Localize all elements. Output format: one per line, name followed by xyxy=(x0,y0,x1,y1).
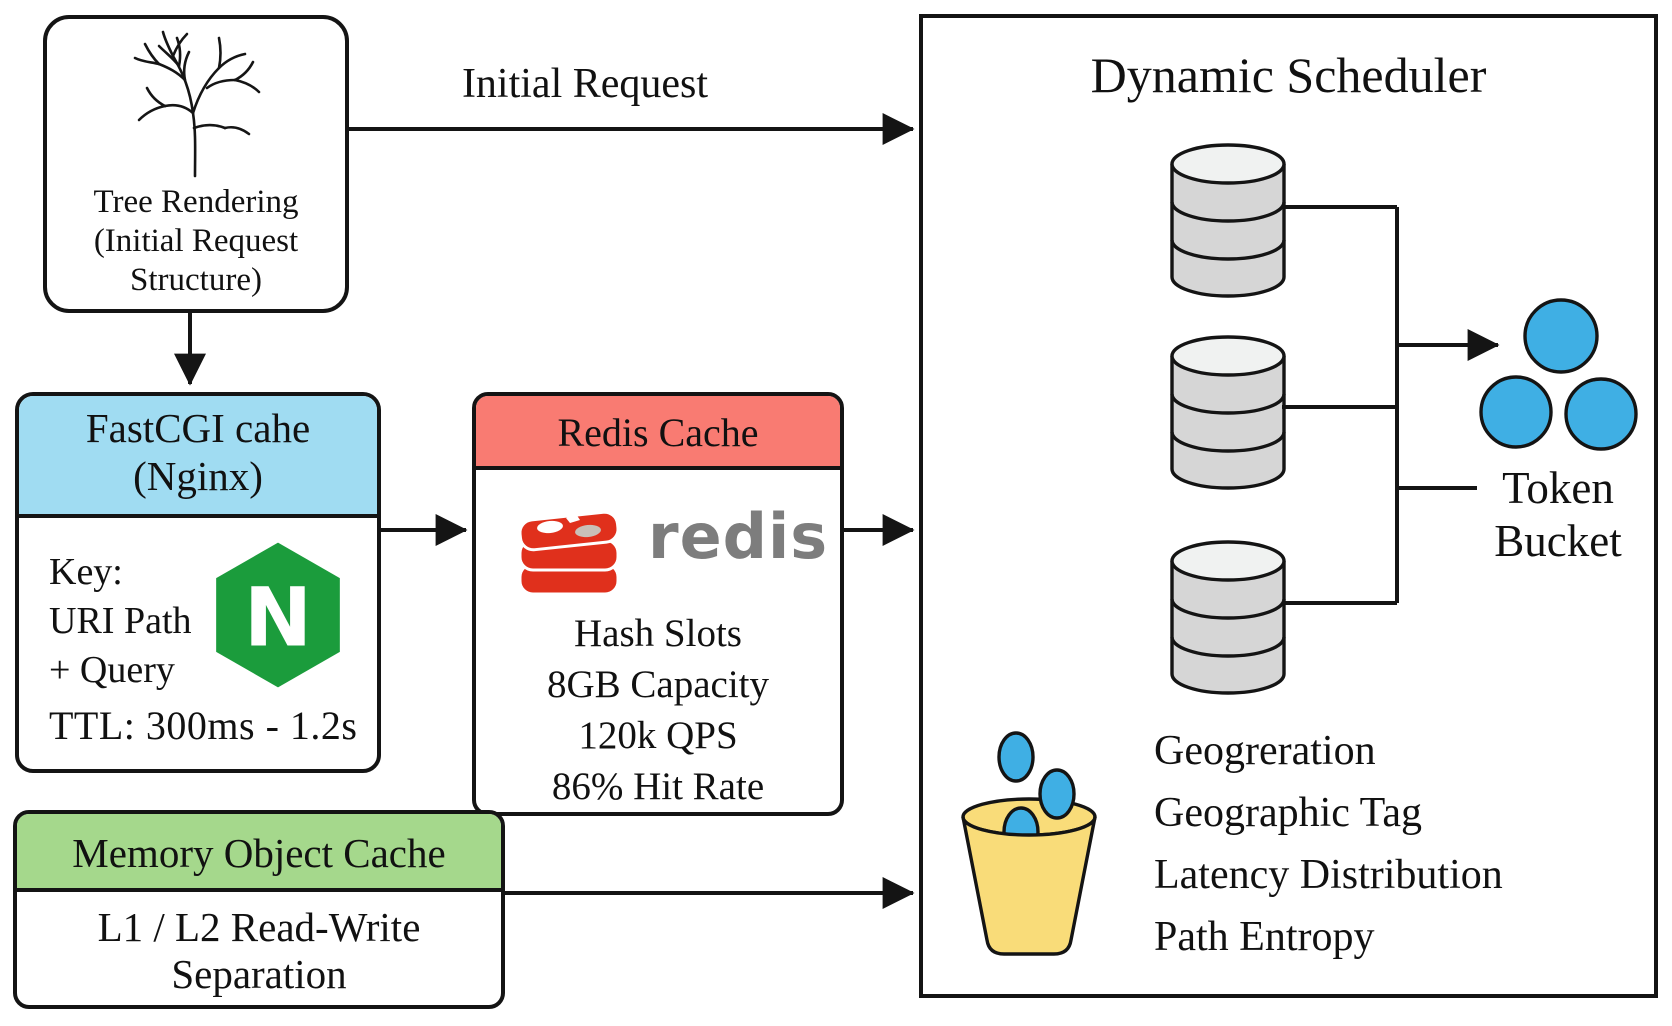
scheduler-feature: Geogreration xyxy=(1154,728,1376,774)
token-label-line2: Bucket xyxy=(1494,516,1622,566)
token-label-line1: Token xyxy=(1502,463,1614,513)
fastcgi-header: FastCGI cahe (Nginx) xyxy=(19,396,377,518)
database-cylinder-icon xyxy=(1170,143,1286,298)
redis-stat: 86% Hit Rate xyxy=(551,765,765,808)
dynamic-scheduler-box: Dynamic Scheduler Token Bucket xyxy=(919,14,1658,998)
tree-label-line2: (Initial Request xyxy=(93,223,299,259)
nginx-logo-icon: N xyxy=(216,542,340,688)
fastcgi-cache-box: FastCGI cahe (Nginx) Key: URI Path + Que… xyxy=(15,392,381,773)
memory-body-text: L1 / L2 Read-Write Separation xyxy=(17,904,501,998)
scheduler-feature: Geographic Tag xyxy=(1154,790,1423,836)
scheduler-feature: Latency Distribution xyxy=(1154,852,1503,898)
bucket-icon xyxy=(961,731,1097,956)
redis-logo-icon xyxy=(518,510,620,596)
fastcgi-key-line2: URI Path xyxy=(49,600,192,642)
redis-stats-list: Hash Slots 8GB Capacity 120k QPS 86% Hit… xyxy=(476,608,840,812)
fastcgi-ttl-text: TTL: 300ms - 1.2s xyxy=(49,703,358,748)
redis-stat: 8GB Capacity xyxy=(546,663,770,706)
tree-rendering-box: Tree Rendering (Initial Request Structur… xyxy=(43,15,349,313)
scheduler-feature-list: Geogreration Geographic Tag Latency Dist… xyxy=(1154,720,1503,968)
scheduler-title: Dynamic Scheduler xyxy=(1090,47,1487,103)
memory-header: Memory Object Cache xyxy=(17,814,501,892)
initial-request-label: Initial Request xyxy=(461,61,709,107)
database-cylinder-icon xyxy=(1170,540,1286,695)
fastcgi-title-line2: (Nginx) xyxy=(133,453,263,499)
memory-object-cache-box: Memory Object Cache L1 / L2 Read-Write S… xyxy=(13,810,505,1009)
fastcgi-title-line1: FastCGI cahe xyxy=(85,405,311,451)
tree-label-line3: Structure) xyxy=(130,262,262,298)
fastcgi-key-text: Key: URI Path + Query xyxy=(49,548,192,695)
redis-wordmark: redis xyxy=(648,500,829,573)
scheduler-feature: Path Entropy xyxy=(1154,914,1375,960)
redis-stat: Hash Slots xyxy=(574,612,742,655)
redis-stat: 120k QPS xyxy=(578,714,738,757)
token-circles-icon xyxy=(1479,298,1638,451)
fastcgi-key-line1: Key: xyxy=(49,551,123,593)
tree-label-line1: Tree Rendering xyxy=(93,184,299,220)
fastcgi-key-line3: + Query xyxy=(49,649,175,691)
memory-body-line2: Separation xyxy=(171,951,347,997)
database-cylinder-icon xyxy=(1170,335,1286,490)
nginx-letter: N xyxy=(244,570,312,665)
memory-body-line1: L1 / L2 Read-Write xyxy=(97,904,421,950)
redis-header: Redis Cache xyxy=(476,396,840,470)
tree-rendering-label: Tree Rendering (Initial Request Structur… xyxy=(47,183,345,300)
tree-icon xyxy=(133,30,261,178)
token-bucket-label: Token Bucket xyxy=(1463,462,1653,568)
redis-cache-box: Redis Cache redis Hash Slots 8GB Capacit… xyxy=(472,392,844,816)
